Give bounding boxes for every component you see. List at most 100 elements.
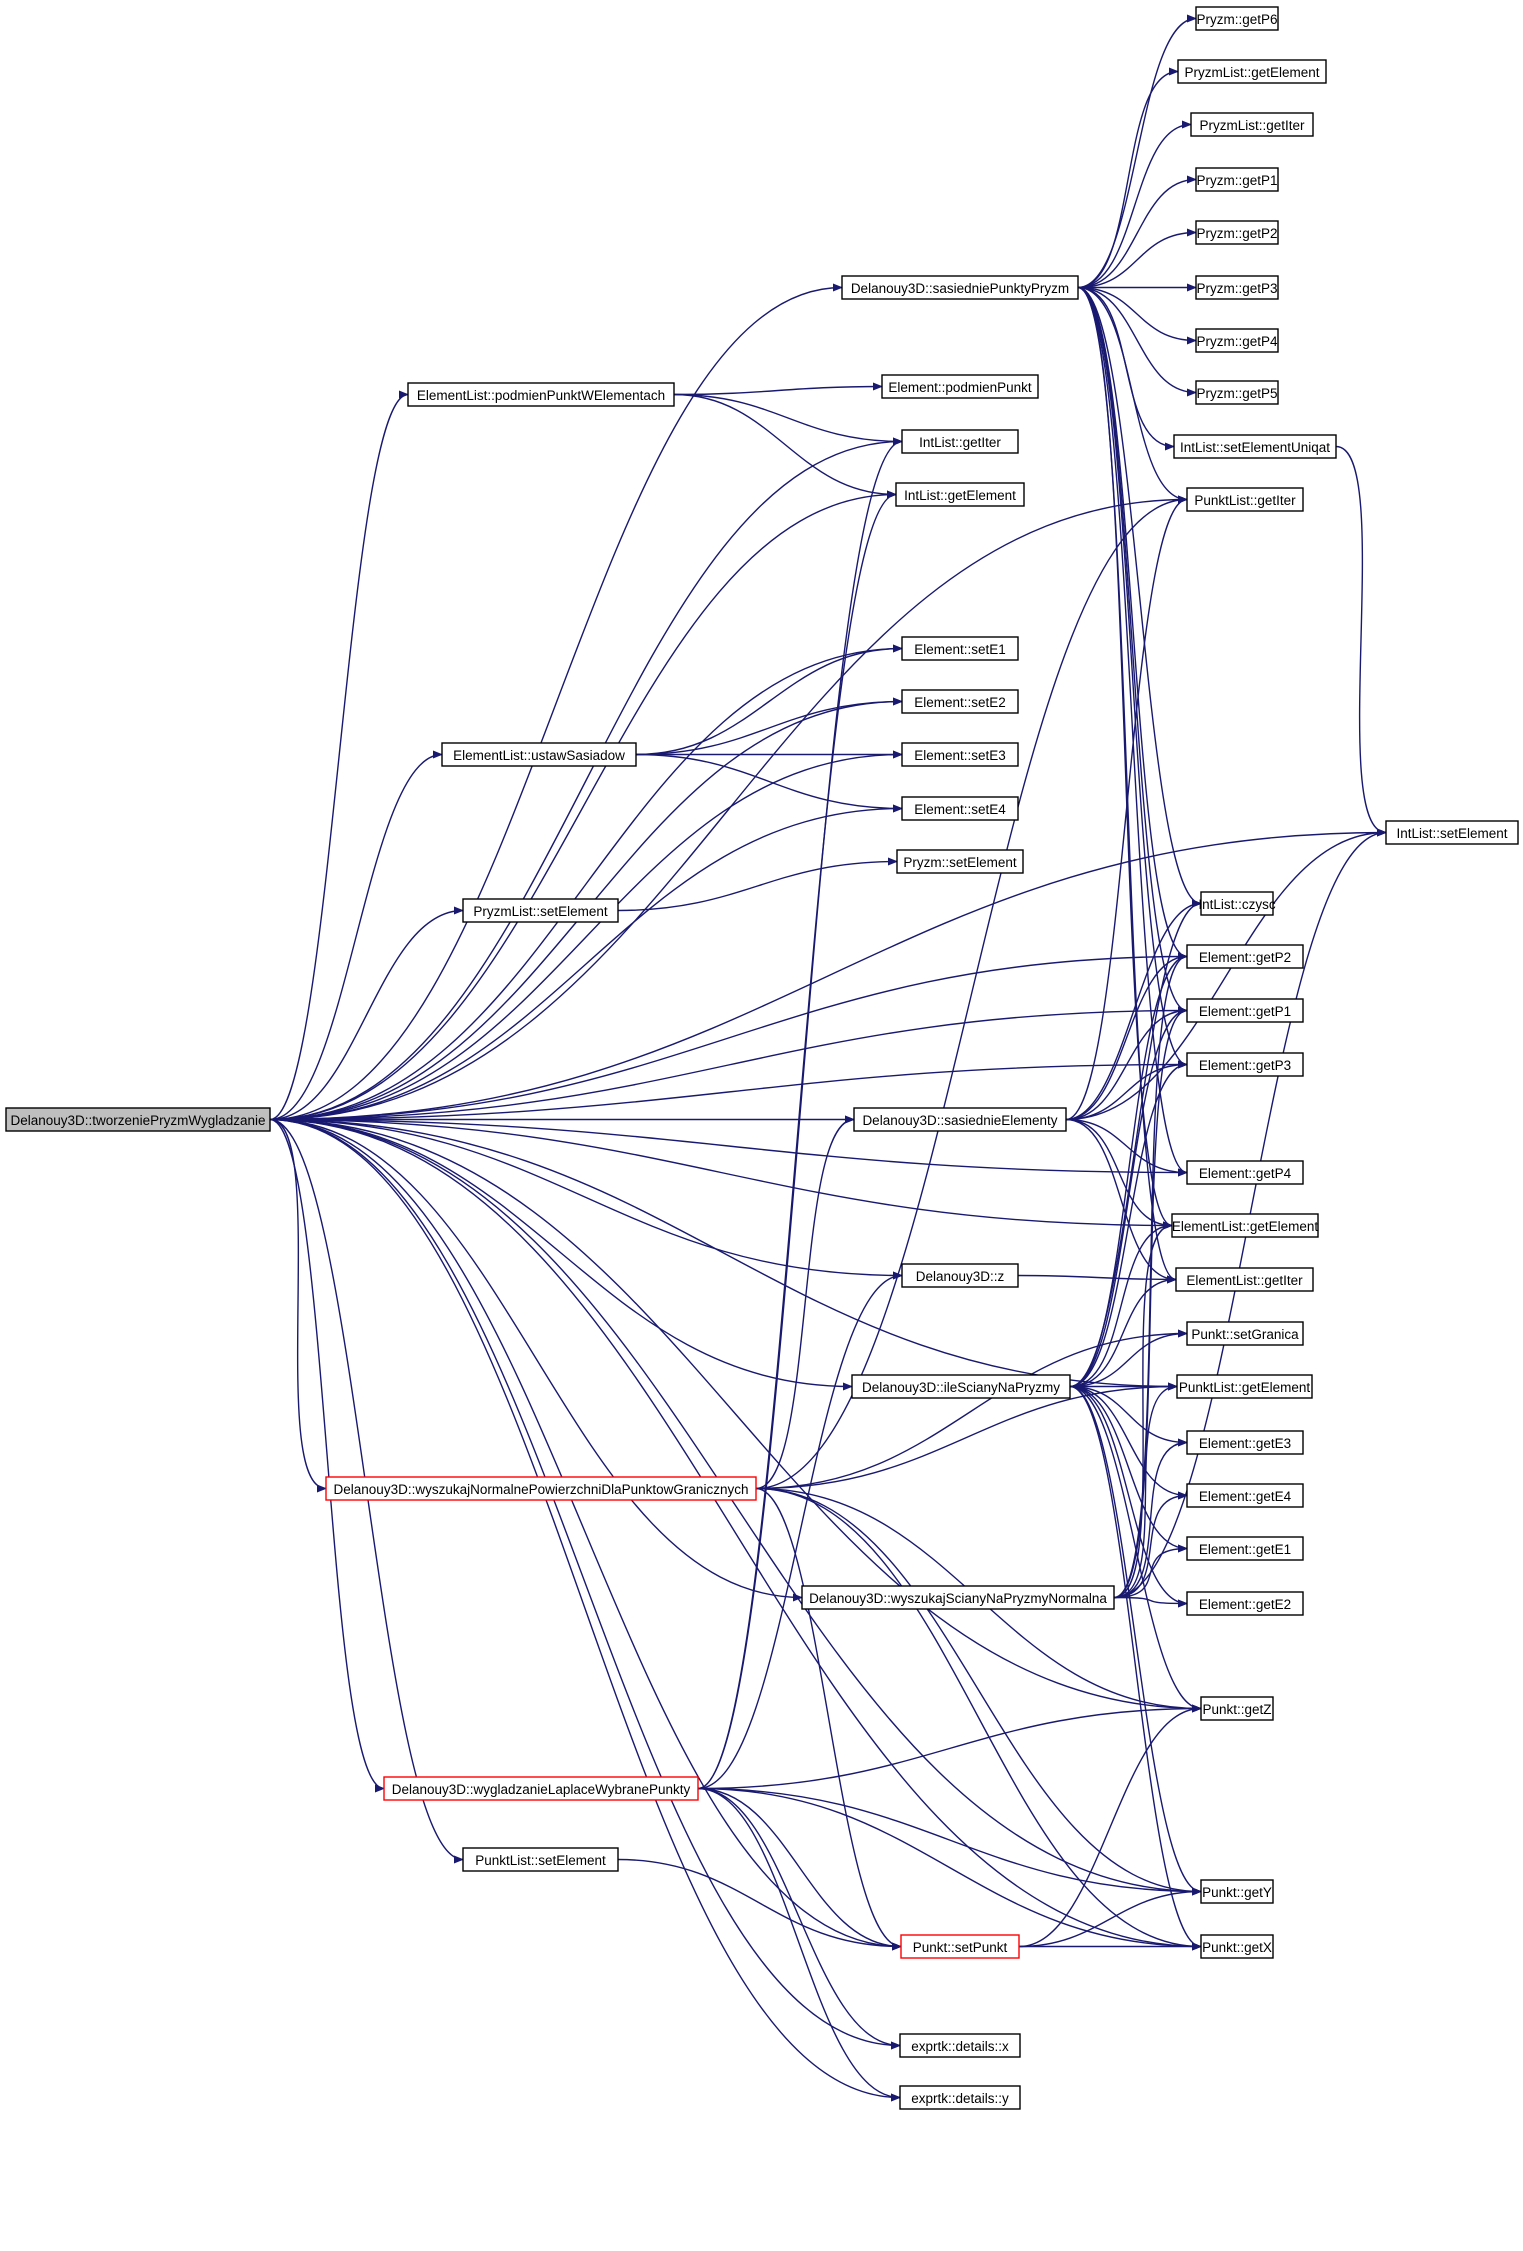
node-getX[interactable]: Punkt::getX xyxy=(1200,1934,1274,1959)
node-exX[interactable]: exprtk::details::x xyxy=(899,2033,1021,2058)
edge-root-to-ilGetIter xyxy=(269,437,903,1121)
edges-layer xyxy=(269,14,1387,2102)
node-box xyxy=(1186,944,1304,969)
node-label: Element::setE4 xyxy=(914,802,1006,817)
node-setE2[interactable]: Element::setE2 xyxy=(901,689,1019,714)
node-getP5z[interactable]: Pryzm::getP5 xyxy=(1195,380,1279,405)
node-getP4z[interactable]: Pryzm::getP4 xyxy=(1195,328,1279,353)
node-ustawSas[interactable]: ElementList::ustawSasiadow xyxy=(441,742,637,767)
node-getP3e[interactable]: Element::getP3 xyxy=(1186,1052,1304,1077)
node-ilSetEl[interactable]: IntList::setElement xyxy=(1385,820,1519,845)
node-box xyxy=(901,796,1019,821)
node-sasEl[interactable]: Delanouy3D::sasiednieElementy xyxy=(853,1107,1067,1132)
node-pzlSetEl[interactable]: PryzmList::setElement xyxy=(462,898,619,923)
edge-wyszNorm-to-plGetIter xyxy=(755,495,1188,1490)
node-plGetEl[interactable]: PunktList::getElement xyxy=(1176,1374,1313,1399)
node-box xyxy=(853,1107,1067,1132)
edge-ileSc-to-getP3e xyxy=(1069,1060,1188,1388)
edge-wygl-to-exY xyxy=(697,1787,901,2102)
node-label: ElementList::ustawSasiadow xyxy=(453,748,625,763)
node-getZ[interactable]: Punkt::getZ xyxy=(1200,1696,1274,1721)
node-elemPodmien[interactable]: Element::podmienPunkt xyxy=(881,374,1039,399)
edge-sasPP-to-getP2z xyxy=(1077,228,1197,289)
node-elGetEl[interactable]: ElementList::getElement xyxy=(1171,1213,1319,1238)
node-pzGetEl[interactable]: PryzmList::getElement xyxy=(1177,59,1327,84)
node-label: Punkt::getY xyxy=(1202,1885,1272,1900)
node-box xyxy=(1186,1430,1304,1455)
node-box xyxy=(1195,167,1279,192)
edge-setPunkt-to-getY xyxy=(1018,1887,1202,1948)
edge-sasEl-to-ilSetEl xyxy=(1065,828,1387,1121)
node-getE3[interactable]: Element::getE3 xyxy=(1186,1430,1304,1455)
node-label: PunktList::getIter xyxy=(1194,493,1296,508)
node-box xyxy=(383,1776,699,1801)
node-ilCzysc[interactable]: IntList::czysc xyxy=(1198,891,1276,916)
node-setE3[interactable]: Element::setE3 xyxy=(901,742,1019,767)
node-getP1e[interactable]: Element::getP1 xyxy=(1186,998,1304,1023)
node-label: Element::setE2 xyxy=(914,695,1006,710)
node-box xyxy=(1175,1267,1314,1292)
node-ileSc[interactable]: Delanouy3D::ileScianyNaPryzmy xyxy=(851,1374,1071,1399)
node-plSetEl[interactable]: PunktList::setElement xyxy=(462,1847,619,1872)
edge-root-to-wyszSc xyxy=(269,1118,803,1602)
edge-root-to-getX xyxy=(269,1118,1202,1951)
node-box xyxy=(1186,1321,1304,1346)
edge-root-to-exX xyxy=(269,1118,901,2050)
node-getE2[interactable]: Element::getE2 xyxy=(1186,1591,1304,1616)
node-wygl[interactable]: Delanouy3D::wygladzanieLaplaceWybranePun… xyxy=(383,1776,699,1801)
node-box xyxy=(1195,380,1279,405)
node-sasPP[interactable]: Delanouy3D::sasiedniePunktyPryzm xyxy=(841,275,1079,300)
node-getP6[interactable]: Pryzm::getP6 xyxy=(1195,6,1279,31)
node-setE1[interactable]: Element::setE1 xyxy=(901,636,1019,661)
node-setPunkt[interactable]: Punkt::setPunkt xyxy=(900,1934,1020,1959)
edge-wyszNorm-to-sasEl xyxy=(755,1115,855,1490)
node-getP4e[interactable]: Element::getP4 xyxy=(1186,1160,1304,1185)
node-pzSetElem[interactable]: Pryzm::setElement xyxy=(896,849,1024,874)
node-box xyxy=(881,374,1039,399)
node-label: Punkt::setGranica xyxy=(1191,1327,1299,1342)
node-elPodmien[interactable]: ElementList::podmienPunktWElementach xyxy=(407,382,675,407)
edge-ileSc-to-getE4 xyxy=(1069,1385,1188,1500)
node-label: Punkt::setPunkt xyxy=(913,1940,1008,1955)
edge-wyszSc-to-getE4 xyxy=(1113,1491,1188,1599)
node-ilGetIter[interactable]: IntList::getIter xyxy=(901,429,1019,454)
node-box xyxy=(1200,1696,1274,1721)
node-label: Pryzm::getP3 xyxy=(1196,281,1277,296)
node-label: Delanouy3D::sasiednieElementy xyxy=(862,1113,1057,1128)
node-getP3z[interactable]: Pryzm::getP3 xyxy=(1195,275,1279,300)
node-ilGetEl[interactable]: IntList::getElement xyxy=(895,482,1025,507)
node-box xyxy=(900,1934,1020,1959)
node-box xyxy=(1195,6,1279,31)
edge-wygl-to-getX xyxy=(697,1787,1202,1951)
edge-elPodmien-to-ilGetEl xyxy=(673,393,897,499)
node-getP1z[interactable]: Pryzm::getP1 xyxy=(1195,167,1279,192)
node-exY[interactable]: exprtk::details::y xyxy=(899,2085,1021,2110)
node-pzGetIter[interactable]: PryzmList::getIter xyxy=(1190,112,1314,137)
node-getE4[interactable]: Element::getE4 xyxy=(1186,1483,1304,1508)
node-elGetIter[interactable]: ElementList::getIter xyxy=(1175,1267,1314,1292)
node-getE1[interactable]: Element::getE1 xyxy=(1186,1536,1304,1561)
node-label: Element::getP2 xyxy=(1199,950,1291,965)
node-getP2z[interactable]: Pryzm::getP2 xyxy=(1195,220,1279,245)
node-box xyxy=(801,1585,1115,1610)
node-box xyxy=(851,1374,1071,1399)
edge-root-to-plGetIter xyxy=(269,495,1188,1121)
node-getY[interactable]: Punkt::getY xyxy=(1200,1879,1274,1904)
node-label: ElementList::getElement xyxy=(1172,1219,1319,1234)
node-ilSetUniq[interactable]: IntList::setElementUniqat xyxy=(1173,434,1337,459)
node-getP2e[interactable]: Element::getP2 xyxy=(1186,944,1304,969)
edge-sasEl-to-getP4e xyxy=(1065,1118,1188,1177)
node-dz[interactable]: Delanouy3D::z xyxy=(901,1263,1019,1288)
node-wyszSc[interactable]: Delanouy3D::wyszukajScianyNaPryzmyNormal… xyxy=(801,1585,1115,1610)
node-plGetIter[interactable]: PunktList::getIter xyxy=(1186,487,1304,512)
edge-sasEl-to-ilCzysc xyxy=(1065,899,1202,1121)
node-box xyxy=(325,1476,757,1501)
node-wyszNorm[interactable]: Delanouy3D::wyszukajNormalnePowierzchniD… xyxy=(325,1476,757,1501)
node-box xyxy=(901,689,1019,714)
node-root[interactable]: Delanouy3D::tworzeniePryzmWygladzanie xyxy=(5,1107,271,1132)
node-setGran[interactable]: Punkt::setGranica xyxy=(1186,1321,1304,1346)
node-box xyxy=(1186,487,1304,512)
edge-sasPP-to-ilCzysc xyxy=(1077,286,1202,908)
node-box xyxy=(899,2085,1021,2110)
node-setE4[interactable]: Element::setE4 xyxy=(901,796,1019,821)
